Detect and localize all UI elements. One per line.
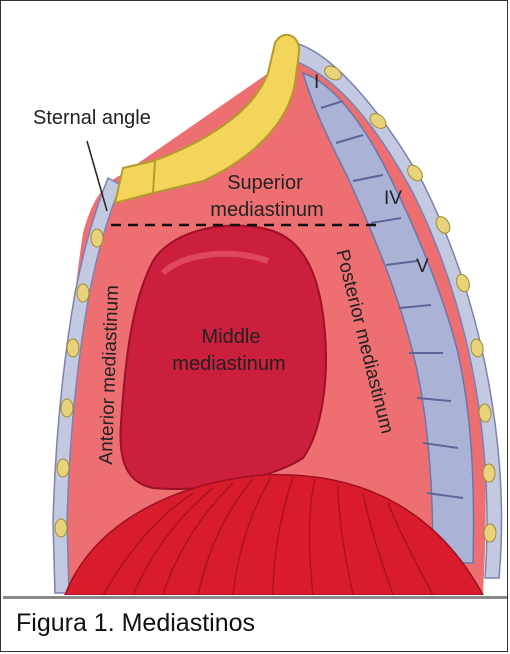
label-sternal-angle: Sternal angle xyxy=(33,107,151,129)
label-middle-1: Middle xyxy=(202,326,261,348)
label-vertebra-1: I xyxy=(314,72,319,93)
label-superior-1: Superior xyxy=(227,172,303,194)
label-superior-2: mediastinum xyxy=(210,199,323,221)
label-vertebra-5: V xyxy=(416,256,429,277)
caption-bar: Figura 1. Mediastinos xyxy=(3,596,507,651)
mediastinum-illustration: Sternal angle Superior mediastinum Middl… xyxy=(3,3,507,595)
label-middle-2: mediastinum xyxy=(172,353,285,375)
label-vertebra-4: IV xyxy=(384,188,402,209)
figure-caption: Figura 1. Mediastinos xyxy=(16,609,255,638)
